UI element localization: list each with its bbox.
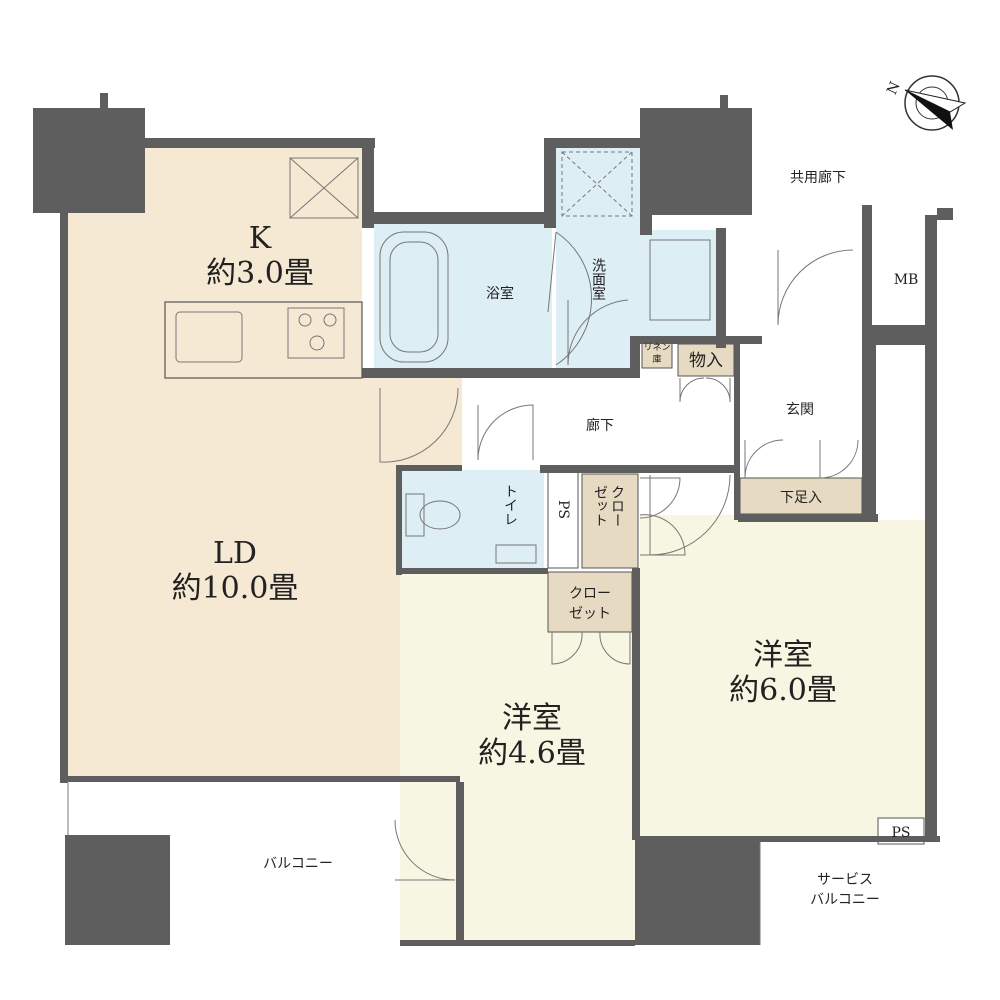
label-service-1: サービス (817, 872, 873, 888)
washroom-floor (556, 148, 716, 368)
label-entrance: 玄関 (786, 401, 814, 418)
compass-icon: N (884, 75, 967, 131)
closet-a (581, 473, 639, 569)
toilet-floor (400, 470, 544, 568)
western-room-2-floor (640, 515, 925, 840)
label-ps-2: PS (891, 825, 910, 841)
bath-floor (374, 224, 552, 368)
label-common-corridor: 共用廊下 (790, 169, 846, 186)
label-balcony: バルコニー (263, 856, 333, 872)
label-washroom: 洗面室 (590, 258, 606, 300)
label-ld-size: 約10.0畳 (172, 571, 299, 606)
label-room2-name: 洋室 (753, 638, 813, 673)
label-bath: 浴室 (486, 285, 514, 302)
storage-box (677, 343, 735, 377)
north-label: N (884, 79, 904, 97)
shoe-storage (739, 477, 863, 515)
label-room1-name: 洋室 (502, 701, 562, 736)
label-kitchen-size: 約3.0畳 (206, 256, 314, 291)
label-closet-b-1: クロー (569, 586, 611, 602)
label-toilet: トイレ (502, 484, 518, 526)
label-closet-b-2: ゼット (569, 606, 611, 622)
closet-b (547, 571, 633, 633)
label-service-2: バルコニー (810, 892, 880, 908)
western-room-1-floor (400, 572, 635, 944)
label-kitchen-name: K (249, 221, 272, 256)
doors (67, 231, 859, 945)
label-linen-1: リネン (643, 342, 670, 353)
label-hall: 廊下 (586, 417, 614, 434)
ldk-floor (68, 148, 462, 780)
label-closet-a-1: クロー (609, 485, 625, 527)
label-closet-a-2: ゼット (592, 485, 608, 527)
label-ld-name: LD (213, 536, 257, 571)
label-room1-size: 約4.6畳 (478, 736, 586, 771)
label-linen-2: 庫 (652, 353, 661, 365)
fixtures (164, 151, 711, 564)
label-shoe: 下足入 (780, 490, 822, 506)
walls (33, 93, 953, 946)
ps-box-1 (547, 471, 579, 569)
label-ps-1: PS (555, 500, 571, 519)
label-mb: MB (894, 272, 919, 288)
label-storage: 物入 (689, 351, 723, 371)
label-room2-size: 約6.0畳 (729, 673, 837, 708)
